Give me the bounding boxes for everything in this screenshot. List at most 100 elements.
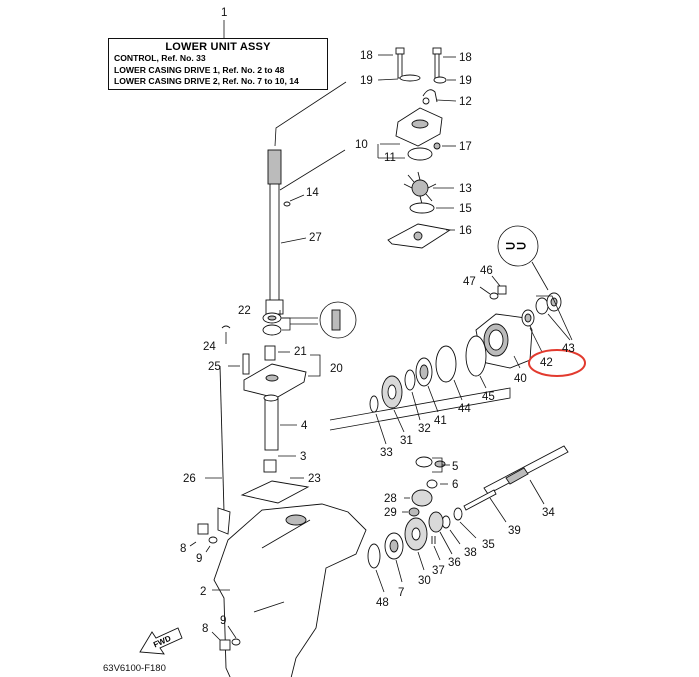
callout-8-upper[interactable]: 8 xyxy=(180,543,186,555)
callout-44[interactable]: 44 xyxy=(458,403,471,415)
callout-17[interactable]: 17 xyxy=(459,141,472,153)
callout-8-lower[interactable]: 8 xyxy=(202,623,208,635)
callout-37[interactable]: 37 xyxy=(432,565,445,577)
gasket-23[interactable] xyxy=(240,480,310,504)
callout-34[interactable]: 34 xyxy=(542,507,555,519)
washer-9-upper[interactable] xyxy=(208,536,218,544)
key-17[interactable] xyxy=(433,142,441,150)
holder-20[interactable] xyxy=(243,345,307,399)
callout-6[interactable]: 6 xyxy=(452,479,458,491)
callout-9-lower[interactable]: 9 xyxy=(220,615,226,627)
bearing-7[interactable] xyxy=(384,532,404,560)
callout-28[interactable]: 28 xyxy=(384,493,397,505)
callout-43[interactable]: 43 xyxy=(562,343,575,355)
o-ring-44[interactable] xyxy=(435,345,457,383)
callout-36[interactable]: 36 xyxy=(448,557,461,569)
callout-18-left[interactable]: 18 xyxy=(360,50,373,62)
pin-14[interactable] xyxy=(283,201,291,207)
screw-8-lower[interactable] xyxy=(219,639,231,651)
spring-37[interactable] xyxy=(431,536,436,544)
bearing-41[interactable] xyxy=(415,357,433,387)
callout-20[interactable]: 20 xyxy=(330,363,343,375)
clip-19-right[interactable] xyxy=(433,76,447,84)
tube-12[interactable] xyxy=(422,89,438,105)
callout-26[interactable]: 26 xyxy=(183,473,196,485)
callout-24[interactable]: 24 xyxy=(203,341,216,353)
callout-12[interactable]: 12 xyxy=(459,96,472,108)
callout-19-right[interactable]: 19 xyxy=(459,75,472,87)
nut-29[interactable] xyxy=(408,507,420,517)
callout-19-left[interactable]: 19 xyxy=(360,75,373,87)
impeller-13[interactable] xyxy=(403,171,437,205)
grommet-3[interactable] xyxy=(263,459,277,473)
shim-33[interactable] xyxy=(369,395,379,413)
shift-plunger-39[interactable] xyxy=(463,489,497,511)
washer-6[interactable] xyxy=(426,479,438,489)
callout-35[interactable]: 35 xyxy=(482,539,495,551)
callout-22[interactable]: 22 xyxy=(238,305,251,317)
callout-10[interactable]: 10 xyxy=(355,139,368,151)
bearing-5[interactable] xyxy=(415,456,446,468)
callout-31[interactable]: 31 xyxy=(400,435,413,447)
callout-18-right[interactable]: 18 xyxy=(459,52,472,64)
shim-48[interactable] xyxy=(367,543,381,569)
callout-27[interactable]: 27 xyxy=(309,232,322,244)
callout-32[interactable]: 32 xyxy=(418,423,431,435)
callout-45[interactable]: 45 xyxy=(482,391,495,403)
tube-4[interactable] xyxy=(263,394,279,451)
callout-29[interactable]: 29 xyxy=(384,507,397,519)
callout-4[interactable]: 4 xyxy=(301,420,308,432)
callout-16[interactable]: 16 xyxy=(459,225,472,237)
callout-41[interactable]: 41 xyxy=(434,415,447,427)
callout-9-upper[interactable]: 9 xyxy=(196,553,202,565)
bolt-25[interactable] xyxy=(242,353,250,375)
pump-housing-10[interactable] xyxy=(395,107,443,161)
callout-13[interactable]: 13 xyxy=(459,183,472,195)
callout-5[interactable]: 5 xyxy=(452,461,458,473)
pin-35[interactable] xyxy=(453,507,463,521)
oil-seal-43[interactable] xyxy=(535,292,562,315)
callout-47[interactable]: 47 xyxy=(463,276,476,288)
callout-15[interactable]: 15 xyxy=(459,203,472,215)
callout-1[interactable]: 1 xyxy=(221,7,227,19)
lower-casing-2[interactable] xyxy=(213,503,367,677)
gasket-15[interactable] xyxy=(409,202,435,214)
clip-19-left[interactable] xyxy=(399,74,421,82)
retainer-40[interactable] xyxy=(475,313,533,369)
clip-24[interactable] xyxy=(221,325,231,344)
callout-21[interactable]: 21 xyxy=(294,346,307,358)
bolt-18-right[interactable] xyxy=(432,47,442,79)
bearing-22[interactable] xyxy=(262,312,282,336)
washer-47[interactable] xyxy=(489,292,499,300)
callout-25[interactable]: 25 xyxy=(208,361,221,373)
callout-39[interactable]: 39 xyxy=(508,525,521,537)
pinion-gear-28[interactable] xyxy=(411,489,433,507)
callout-33[interactable]: 33 xyxy=(380,447,393,459)
washer-9-lower[interactable] xyxy=(231,638,241,646)
callout-40[interactable]: 40 xyxy=(514,373,527,385)
reverse-gear-31[interactable] xyxy=(381,375,403,409)
callout-14[interactable]: 14 xyxy=(306,187,319,199)
bolt-18-left[interactable] xyxy=(395,47,405,79)
callout-38[interactable]: 38 xyxy=(464,547,477,559)
bearing-42[interactable] xyxy=(521,309,535,327)
callout-23[interactable]: 23 xyxy=(308,473,321,485)
plate-16[interactable] xyxy=(387,223,452,249)
callout-3[interactable]: 3 xyxy=(300,451,306,463)
callout-42[interactable]: 42 xyxy=(540,357,553,369)
screw-8-upper[interactable] xyxy=(197,523,209,535)
bolt-46[interactable] xyxy=(497,285,507,295)
propeller-shaft-34[interactable] xyxy=(483,445,569,495)
callout-30[interactable]: 30 xyxy=(418,575,431,587)
driveshaft-27[interactable] xyxy=(265,149,284,315)
o-ring-45[interactable] xyxy=(465,335,487,377)
callout-48[interactable]: 48 xyxy=(376,597,389,609)
dog-clutch-36[interactable] xyxy=(428,511,444,533)
shift-rod-26[interactable] xyxy=(217,365,231,535)
callout-7[interactable]: 7 xyxy=(398,587,404,599)
washer-32[interactable] xyxy=(404,369,416,391)
callout-11[interactable]: 11 xyxy=(384,152,396,164)
forward-gear-30[interactable] xyxy=(404,517,428,551)
callout-2[interactable]: 2 xyxy=(200,586,206,598)
callout-46[interactable]: 46 xyxy=(480,265,493,277)
